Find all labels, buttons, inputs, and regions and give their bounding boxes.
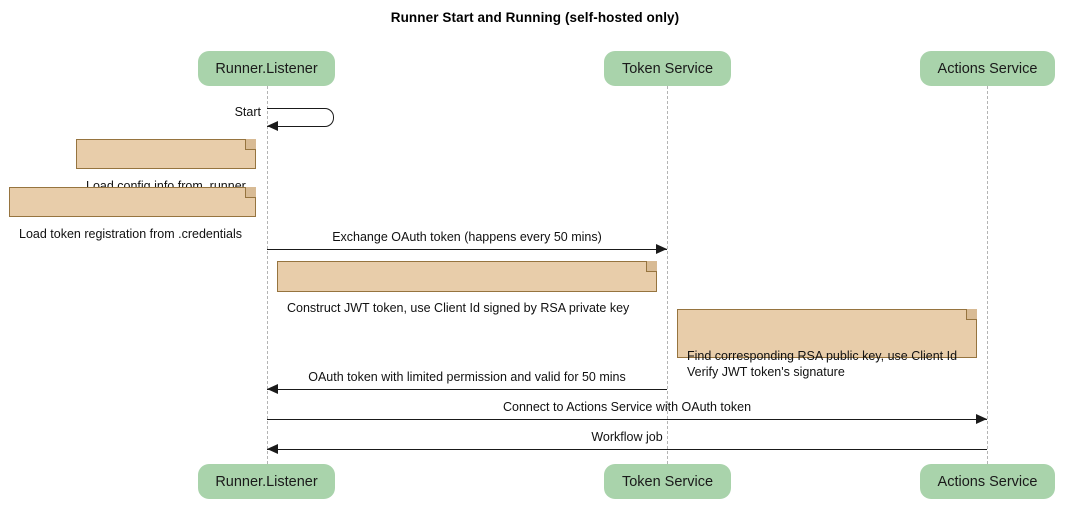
participant-actions-bottom[interactable]: Actions Service (920, 464, 1055, 499)
participant-label: Token Service (621, 473, 714, 490)
lifeline-actions (987, 86, 988, 464)
participant-token-bottom[interactable]: Token Service (604, 464, 731, 499)
message-label: Connect to Actions Service with OAuth to… (502, 400, 752, 414)
arrowhead-left-icon (267, 444, 278, 454)
participant-label: Runner.Listener (215, 473, 318, 490)
page-title: Runner Start and Running (self-hosted on… (390, 10, 680, 25)
message-line (267, 249, 667, 250)
arrowhead-left-icon (267, 121, 278, 131)
message-line (267, 449, 987, 450)
message-label: Exchange OAuth token (happens every 50 m… (332, 230, 602, 244)
arrowhead-right-icon (976, 414, 987, 424)
lifeline-runner (267, 86, 268, 464)
participant-actions-top[interactable]: Actions Service (920, 51, 1055, 86)
lifeline-token (667, 86, 668, 464)
participant-label: Actions Service (937, 473, 1038, 490)
message-label: Workflow job (591, 430, 663, 444)
note-text: Load token registration from .credential… (19, 227, 243, 241)
participant-label: Token Service (621, 60, 714, 77)
message-line (267, 389, 667, 390)
note-load-config: Load config info from .runner (76, 139, 256, 193)
participant-runner-top[interactable]: Runner.Listener (198, 51, 335, 86)
message-label: OAuth token with limited permission and … (308, 370, 626, 384)
participant-token-top[interactable]: Token Service (604, 51, 731, 86)
arrowhead-right-icon (656, 244, 667, 254)
note-load-credentials: Load token registration from .credential… (9, 187, 256, 241)
note-verify-signature: Find corresponding RSA public key, use C… (677, 309, 977, 379)
participant-label: Actions Service (937, 60, 1038, 77)
note-text: Construct JWT token, use Client Id signe… (287, 301, 630, 315)
participant-runner-bottom[interactable]: Runner.Listener (198, 464, 335, 499)
note-fold-corner-icon (245, 187, 256, 198)
note-fold-corner-icon (966, 309, 977, 320)
participant-label: Runner.Listener (215, 60, 318, 77)
arrowhead-left-icon (267, 384, 278, 394)
self-message-loop (267, 108, 334, 127)
message-line (267, 419, 987, 420)
note-text: Find corresponding RSA public key, use C… (687, 349, 958, 379)
note-fold-corner-icon (245, 139, 256, 150)
note-construct-jwt: Construct JWT token, use Client Id signe… (277, 261, 657, 315)
self-message-label: Start (234, 105, 261, 119)
note-fold-corner-icon (646, 261, 657, 272)
